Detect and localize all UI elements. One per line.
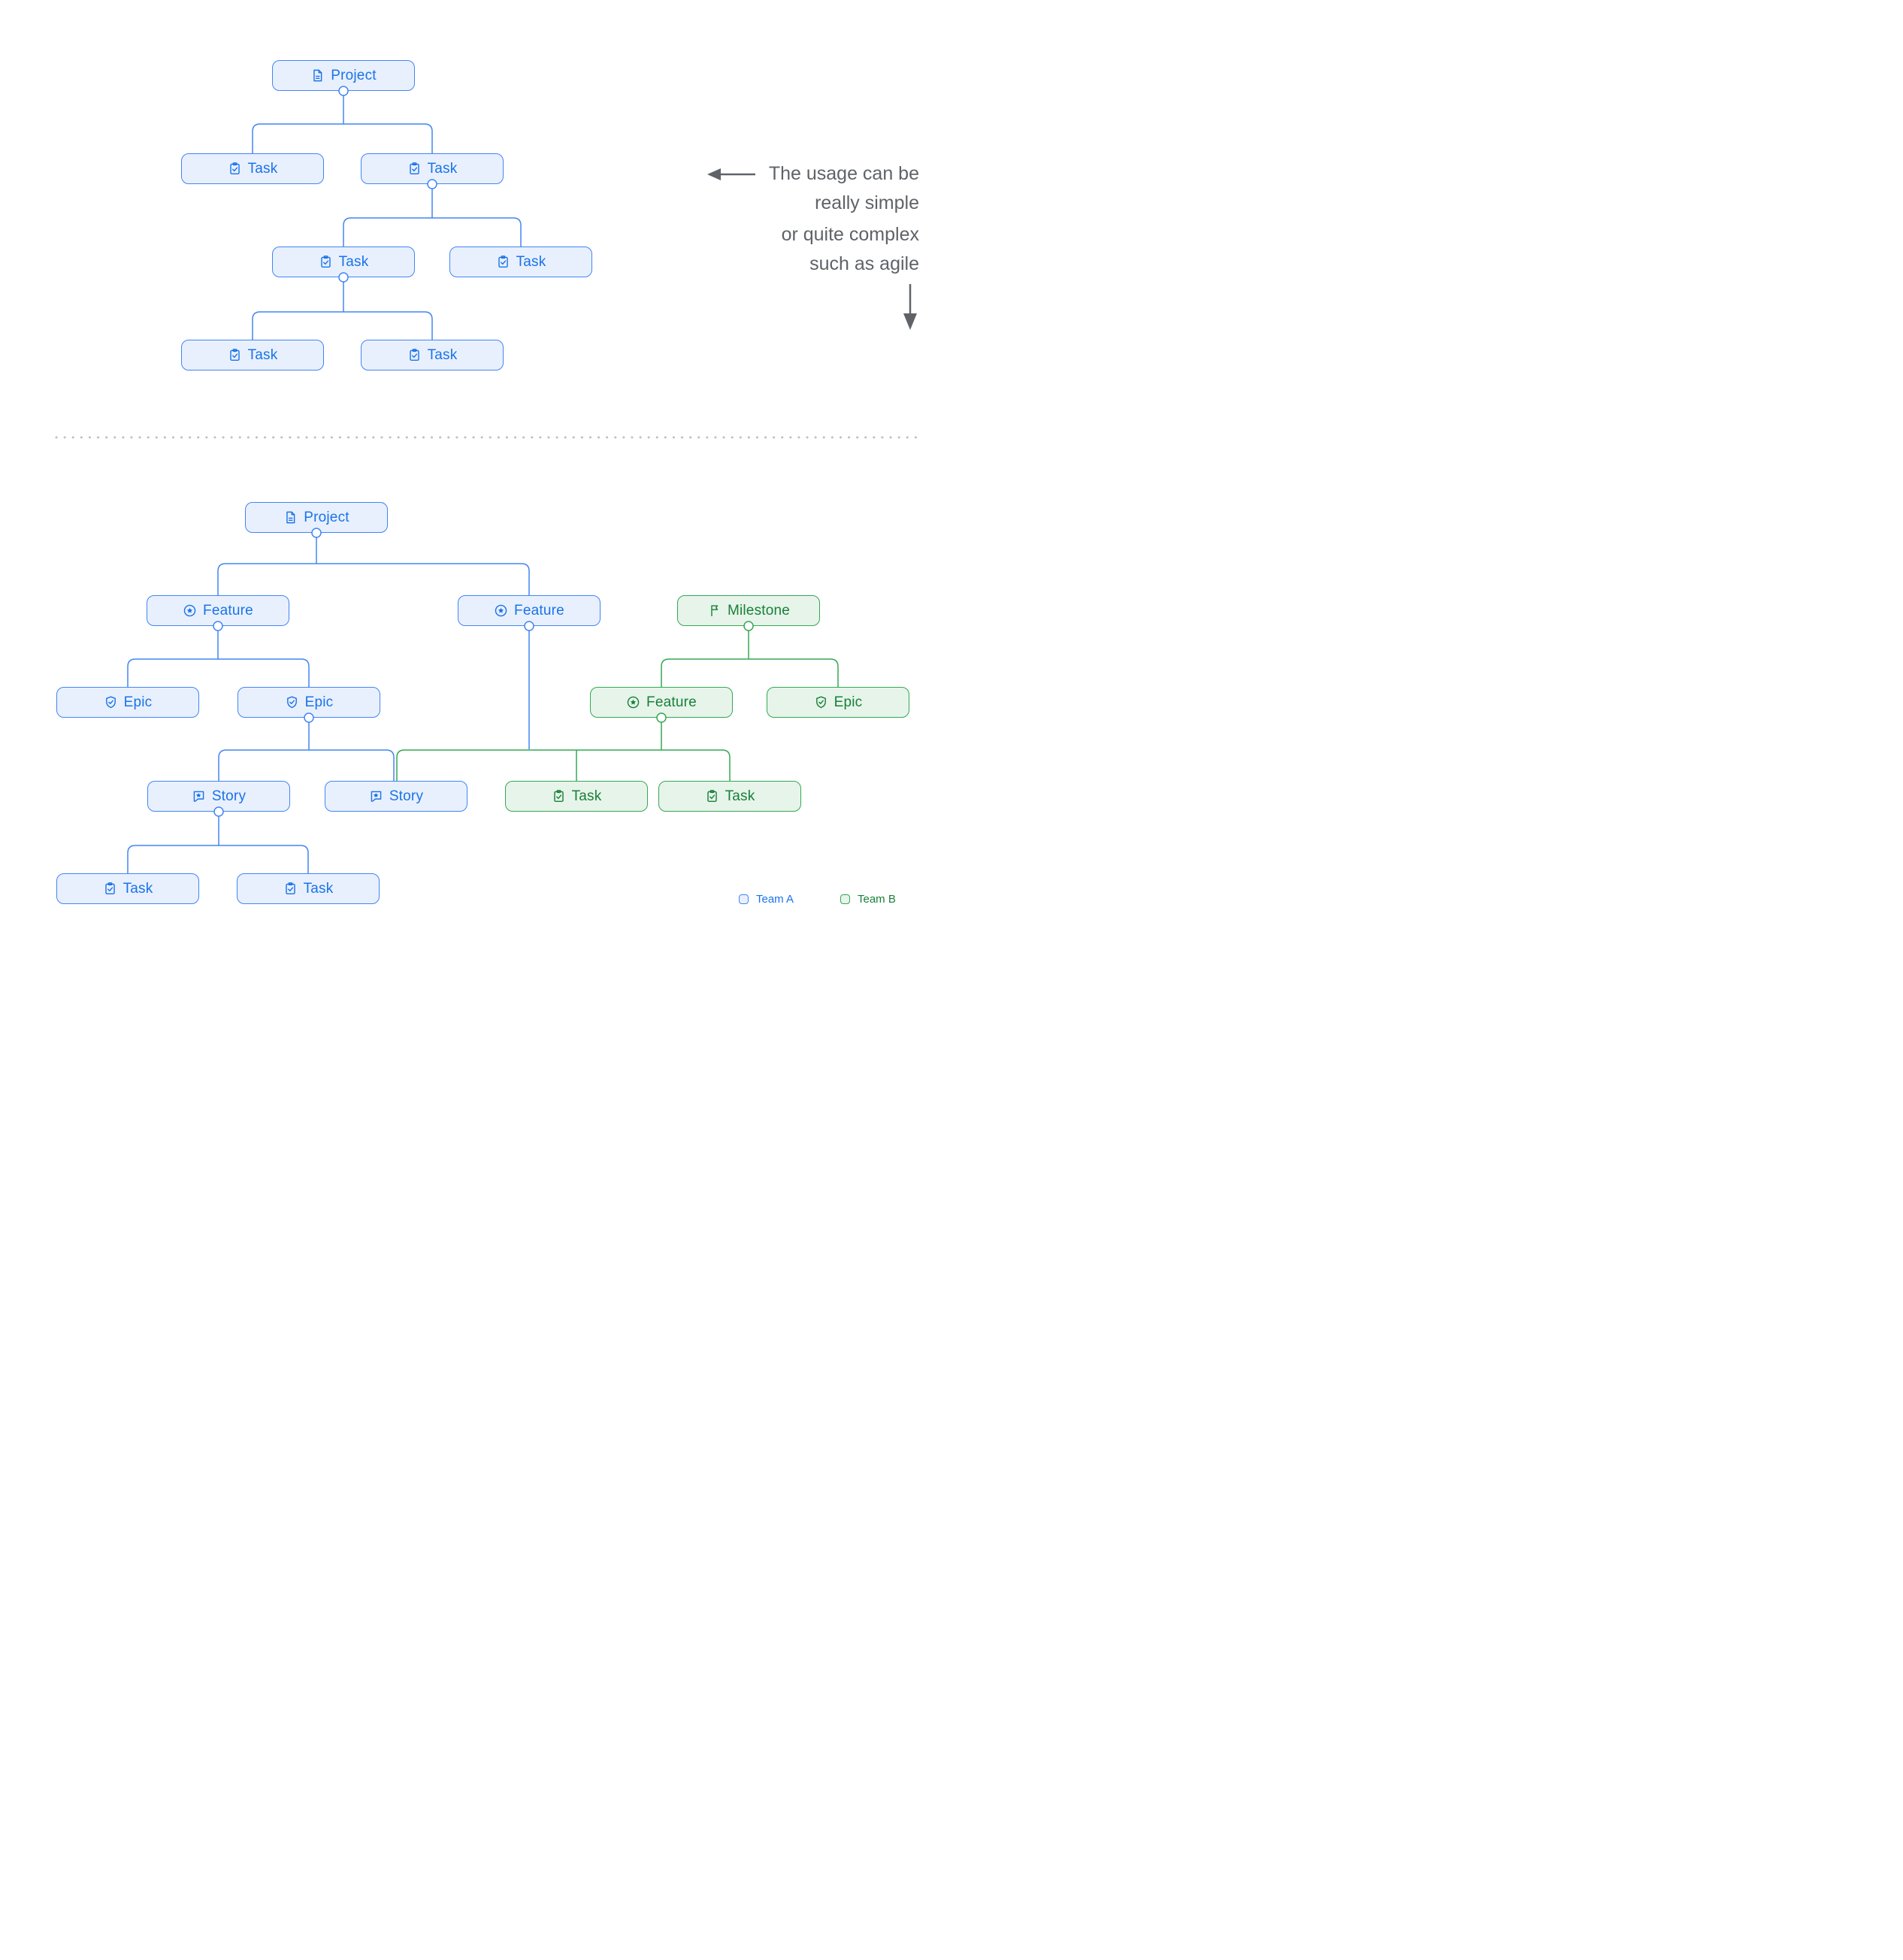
annotation-line: or quite complex (781, 224, 919, 245)
clipboard-check-icon (409, 162, 419, 175)
node-label: Feature (514, 602, 564, 619)
node-label: Story (211, 788, 247, 804)
clipboard-check-icon (285, 882, 295, 895)
node-label: Project (304, 509, 349, 525)
shield-check-icon (815, 696, 826, 709)
clipboard-check-icon (706, 790, 717, 803)
team-b-label: Team B (858, 892, 896, 906)
document-icon (313, 69, 322, 82)
node-feature-a1: Feature (147, 595, 289, 626)
clipboard-check-icon (553, 790, 564, 803)
node-story-a1: Story (147, 781, 290, 812)
clipboard-check-icon (409, 349, 419, 361)
node-label: Task (247, 346, 278, 363)
node-label: Task (427, 346, 458, 363)
down-arrow-head (903, 313, 917, 330)
node-feature-a2: Feature (458, 595, 601, 626)
node-label: Task (427, 160, 458, 177)
node-label: Task (123, 880, 153, 897)
node-feature-b: Feature (590, 687, 733, 718)
node-label: Feature (646, 694, 697, 710)
node-story-a2: Story (325, 781, 467, 812)
comment-star-icon (193, 791, 204, 802)
node-task-b1: Task (505, 781, 648, 812)
node-label: Task (247, 160, 278, 177)
clipboard-check-icon (498, 256, 508, 268)
clipboard-check-icon (229, 349, 240, 361)
node-task-a1: Task (56, 873, 199, 904)
node-task-simple-3: Task (272, 247, 415, 277)
node-epic-a1: Epic (56, 687, 199, 718)
node-epic-b: Epic (767, 687, 909, 718)
node-label: Epic (304, 694, 334, 710)
node-task-simple-5: Task (181, 340, 324, 371)
node-label: Epic (123, 694, 153, 710)
star-circle-icon (495, 604, 507, 617)
node-task-b2: Task (658, 781, 801, 812)
node-task-simple-6: Task (361, 340, 504, 371)
star-circle-icon (627, 696, 640, 709)
clipboard-check-icon (104, 882, 115, 895)
node-task-simple-2: Task (361, 153, 504, 184)
flag-icon (711, 605, 719, 617)
node-label: Task (571, 788, 602, 804)
star-circle-icon (183, 604, 196, 617)
clipboard-check-icon (229, 162, 240, 175)
annotation-text: The usage can be really simple or quite … (769, 159, 919, 279)
node-task-simple-4: Task (449, 247, 592, 277)
node-project-simple: Project (272, 60, 415, 91)
legend-item-team-a: Team A (739, 892, 794, 906)
annotation-line: The usage can be (768, 163, 919, 184)
shield-check-icon (105, 696, 116, 709)
node-milestone-b: Milestone (677, 595, 820, 626)
node-label: Task (338, 253, 369, 270)
node-label: Milestone (727, 602, 791, 619)
legend: Team A Team B (0, 892, 952, 906)
clipboard-check-icon (320, 256, 331, 268)
team-b-swatch (840, 894, 850, 904)
node-task-a2: Task (237, 873, 380, 904)
node-project-complex: Project (245, 502, 388, 533)
connector-lines (55, 86, 923, 873)
annotation-line: such as agile (809, 253, 919, 274)
annotation-line: really simple (815, 192, 919, 213)
team-a-label: Team A (756, 892, 794, 906)
comment-star-icon (371, 791, 382, 802)
left-arrow-head (707, 168, 721, 180)
node-label: Epic (834, 694, 863, 710)
node-label: Task (516, 253, 546, 270)
node-epic-a2: Epic (237, 687, 380, 718)
node-label: Story (389, 788, 424, 804)
node-task-simple-1: Task (181, 153, 324, 184)
node-label: Task (725, 788, 755, 804)
node-label: Project (331, 67, 377, 83)
node-label: Feature (203, 602, 253, 619)
node-label: Task (303, 880, 334, 897)
diagram-canvas: Project Task Task Task Task Task (0, 0, 952, 980)
team-a-swatch (739, 894, 749, 904)
shield-check-icon (286, 696, 297, 709)
document-icon (286, 511, 295, 524)
legend-item-team-b: Team B (840, 892, 896, 906)
